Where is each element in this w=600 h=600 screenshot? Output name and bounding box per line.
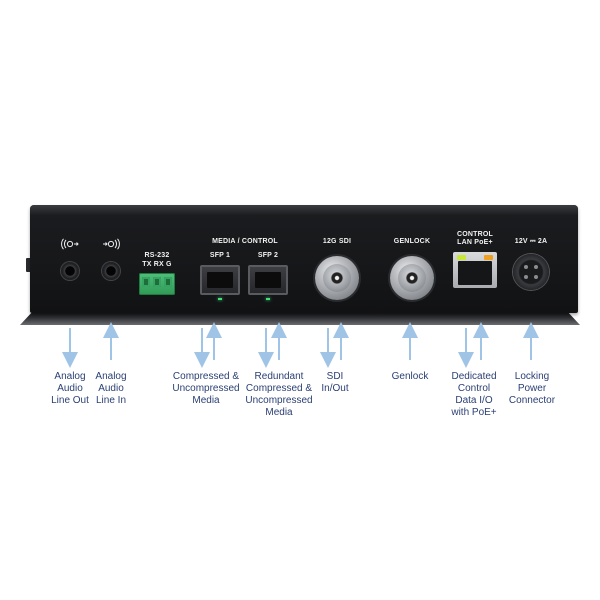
sfp1-port[interactable]: [200, 265, 240, 295]
rs232-label: RS-232: [144, 252, 170, 259]
caption-line: Genlock: [391, 371, 429, 382]
caption-line: Locking: [514, 371, 550, 382]
power-pin: [524, 265, 528, 269]
rj45-activity-led: [484, 255, 493, 260]
power-pin: [524, 275, 528, 279]
rj45-link-led: [457, 255, 466, 260]
caption-line: In/Out: [321, 383, 349, 394]
bnc-ring: [398, 264, 426, 292]
terminal-screw: [164, 277, 172, 287]
genlock-label: GENLOCK: [393, 238, 431, 245]
locking-power-connector[interactable]: [513, 254, 549, 290]
sfp1-status-led: [218, 298, 222, 300]
caption-line: Control: [457, 383, 491, 394]
sfp2-port[interactable]: [248, 265, 288, 295]
caption-line: Line In: [95, 395, 127, 406]
caption-genlock: Genlock: [384, 371, 436, 383]
caption-line: Analog: [95, 371, 127, 382]
caption-line: Line Out: [51, 395, 89, 406]
caption-line: Compressed &: [172, 371, 240, 382]
caption-line: Data I/O: [455, 395, 493, 406]
power-label: 12V ⎓ 2A: [514, 238, 548, 245]
rj45-latch-slot: [466, 277, 484, 285]
audio-line-out-jack[interactable]: [61, 262, 79, 280]
sfp1-cage-opening: [207, 272, 233, 288]
caption-line: Audio: [98, 383, 124, 394]
caption-line: Power: [517, 383, 547, 394]
lan-poe-label: LAN PoE+: [457, 239, 493, 246]
genlock-bnc-connector[interactable]: [390, 256, 434, 300]
chassis-base-ledge: [20, 313, 580, 325]
side-mount-tab: [26, 258, 31, 272]
power-pin: [534, 265, 538, 269]
caption-line: with PoE+: [451, 407, 497, 418]
sfp1-label: SFP 1: [209, 252, 231, 259]
rs232-terminal-block[interactable]: [139, 273, 175, 295]
bnc-ring: [323, 264, 351, 292]
caption-line: Dedicated: [451, 371, 497, 382]
caption-line: Media: [265, 407, 293, 418]
sfp2-status-led: [266, 298, 270, 300]
terminal-screw: [142, 277, 150, 287]
caption-line: Media: [192, 395, 220, 406]
bnc-center-pin: [406, 272, 418, 284]
terminal-screw: [153, 277, 161, 287]
audio-in-icon: [103, 238, 120, 250]
caption-sfp2: Redundant Compressed & Uncompressed Medi…: [236, 371, 322, 419]
media-control-label: MEDIA / CONTROL: [212, 238, 278, 245]
sfp2-cage-opening: [255, 272, 281, 288]
caption-sfp1: Compressed & Uncompressed Media: [160, 371, 252, 407]
caption-line: SDI: [326, 371, 344, 382]
caption-sdi: SDI In/Out: [314, 371, 356, 395]
control-label: CONTROL: [456, 231, 493, 238]
caption-line: Uncompressed: [245, 395, 313, 406]
caption-line: Redundant: [254, 371, 304, 382]
caption-line: Analog: [54, 371, 86, 382]
caption-line-out: Analog Audio Line Out: [44, 371, 96, 407]
audio-out-icon: [61, 238, 79, 250]
chassis-top-edge: [30, 205, 578, 215]
power-pin: [534, 275, 538, 279]
caption-line: Compressed &: [245, 383, 313, 394]
rs232-pins-label: TX RX G: [142, 261, 172, 268]
bnc-center-pin: [331, 272, 343, 284]
caption-line: Connector: [508, 395, 556, 406]
audio-line-in-jack[interactable]: [102, 262, 120, 280]
caption-line-in: Analog Audio Line In: [88, 371, 134, 407]
caption-line: Uncompressed: [172, 383, 240, 394]
sdi-label: 12G SDI: [322, 238, 352, 245]
sfp2-label: SFP 2: [257, 252, 279, 259]
sdi-bnc-connector[interactable]: [315, 256, 359, 300]
caption-line: Audio: [57, 383, 83, 394]
caption-lan: Dedicated Control Data I/O with PoE+: [446, 371, 502, 419]
control-lan-rj45-port[interactable]: [453, 252, 497, 288]
caption-power: Locking Power Connector: [504, 371, 560, 407]
